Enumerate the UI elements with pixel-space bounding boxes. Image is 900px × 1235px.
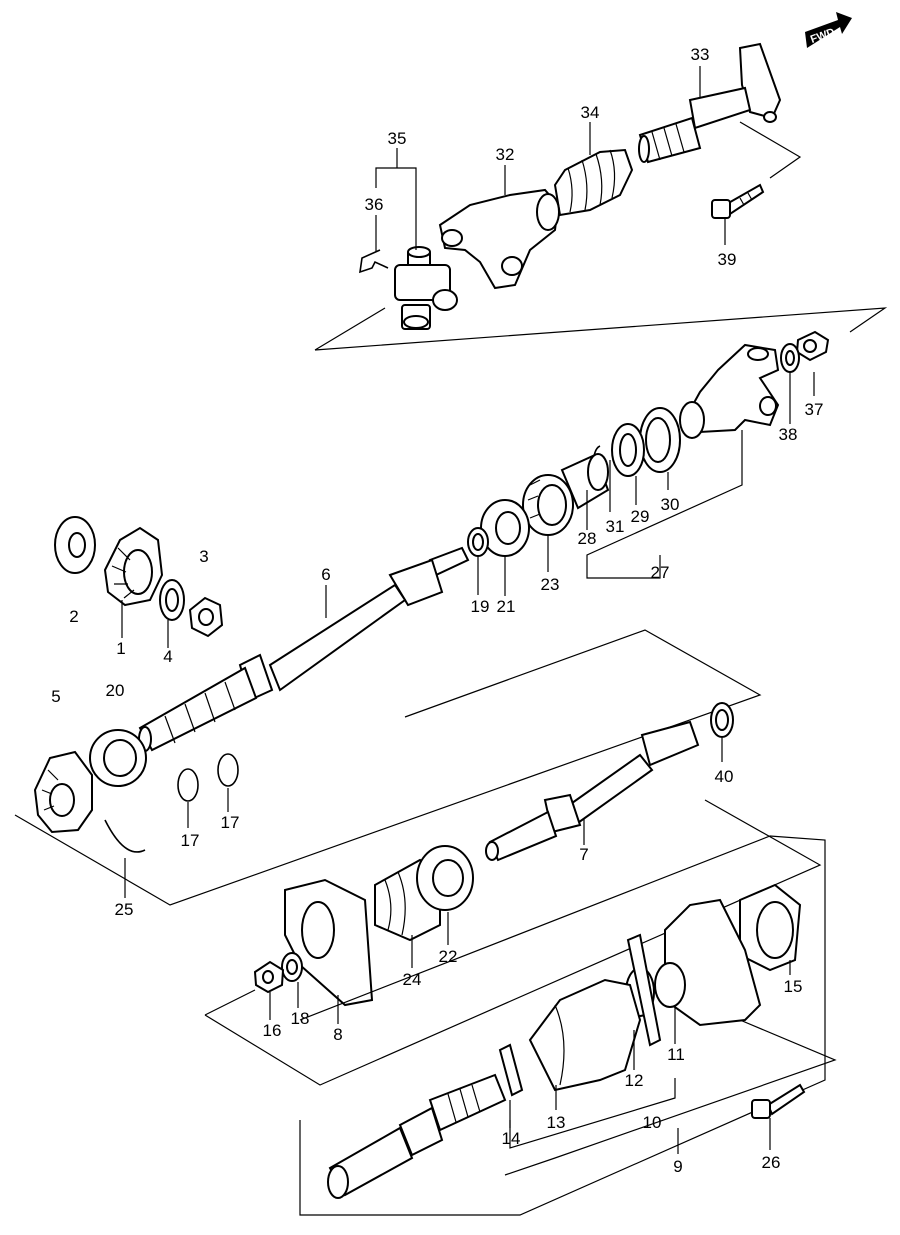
label-25: 25 (115, 900, 134, 919)
part-38-washer (780, 343, 800, 373)
label-27: 27 (651, 563, 670, 582)
part-10-housing (654, 898, 762, 1027)
label-17b: 17 (221, 813, 240, 832)
part-9-drive-shaft (327, 1073, 507, 1199)
part-32-yoke (438, 188, 560, 290)
part-14-clamp (498, 1043, 524, 1097)
section-boundary-top (314, 307, 888, 351)
part-number-labels: 33 34 35 32 36 39 37 38 30 29 31 28 27 2… (51, 45, 823, 1176)
label-15: 15 (784, 977, 803, 996)
part-18-washer (281, 952, 303, 982)
part-2-washer (54, 516, 96, 574)
part-30-seal (639, 407, 681, 473)
part-36-circlip (359, 249, 389, 274)
part-7-intermediate-shaft (485, 720, 700, 862)
label-5: 5 (51, 687, 60, 706)
label-28: 28 (578, 529, 597, 548)
leader-bracket-39 (739, 121, 802, 179)
part-1-bevel-gear (103, 526, 164, 607)
section-boundary-middle (14, 629, 762, 906)
part-33-flange-shaft (638, 42, 782, 164)
section-boundary-bottom-inner (504, 1019, 837, 1176)
label-29: 29 (631, 507, 650, 526)
label-30: 30 (661, 495, 680, 514)
part-28-collar (560, 453, 610, 510)
part-3-nut (188, 596, 224, 638)
label-8: 8 (333, 1025, 342, 1044)
label-36: 36 (365, 195, 384, 214)
forward-direction-arrow: FWD (805, 12, 852, 48)
label-19: 19 (471, 597, 490, 616)
label-11: 11 (667, 1045, 685, 1064)
label-23: 23 (541, 575, 560, 594)
part-27-output-yoke (679, 343, 780, 439)
part-8-housing-flange (284, 878, 374, 1007)
part-37-nut (795, 330, 830, 362)
label-37: 37 (805, 400, 824, 419)
section-boundary-lower-mid (204, 799, 822, 1086)
label-38: 38 (779, 425, 798, 444)
part-29-washer (611, 423, 645, 477)
label-1: 1 (116, 639, 125, 658)
label-3: 3 (199, 547, 208, 566)
label-16: 16 (263, 1021, 282, 1040)
label-32: 32 (496, 145, 515, 164)
label-26: 26 (762, 1153, 781, 1172)
label-2: 2 (69, 607, 78, 626)
label-31: 31 (606, 517, 625, 536)
part-40-ring (710, 702, 734, 738)
part-17-snap-ring-a (177, 768, 199, 802)
label-13: 13 (547, 1113, 566, 1132)
part-15-flange (739, 883, 802, 972)
part-34-bellows-boot (553, 148, 634, 217)
label-4: 4 (163, 647, 172, 666)
label-9: 9 (673, 1157, 682, 1176)
label-34: 34 (581, 103, 600, 122)
label-14: 14 (502, 1129, 521, 1148)
label-39: 39 (718, 250, 737, 269)
part-13-boot (528, 978, 642, 1092)
label-40: 40 (715, 767, 734, 786)
label-12: 12 (625, 1071, 644, 1090)
part-12-ring (626, 933, 662, 1047)
leader-lines (121, 66, 815, 1150)
part-39-bolt (711, 183, 765, 219)
label-7: 7 (579, 845, 588, 864)
label-6: 6 (321, 565, 330, 584)
part-17-snap-ring-b (217, 753, 239, 787)
part-5-pinion-gear (33, 750, 93, 834)
label-24: 24 (403, 970, 422, 989)
section-boundary-bottom-outer (299, 835, 826, 1216)
part-26-bolt (751, 1083, 806, 1119)
boundary-tick (204, 989, 256, 1016)
part-16-nut (253, 960, 285, 994)
label-20: 20 (106, 681, 125, 700)
label-10: 10 (643, 1113, 662, 1132)
part-19-ring (467, 527, 489, 557)
part-20-bearing (89, 729, 147, 787)
label-18: 18 (291, 1009, 310, 1028)
part-22-bearing (416, 845, 474, 911)
label-17a: 17 (181, 831, 200, 850)
part-35-universal-cross (394, 246, 458, 330)
part-4-washer (159, 579, 185, 621)
label-35: 35 (388, 129, 407, 148)
label-22: 22 (439, 947, 458, 966)
part-25-circlip (104, 819, 146, 853)
label-21: 21 (497, 597, 516, 616)
part-23-bearing (522, 474, 574, 536)
label-33: 33 (691, 45, 710, 64)
part-6-propeller-shaft (138, 546, 470, 752)
